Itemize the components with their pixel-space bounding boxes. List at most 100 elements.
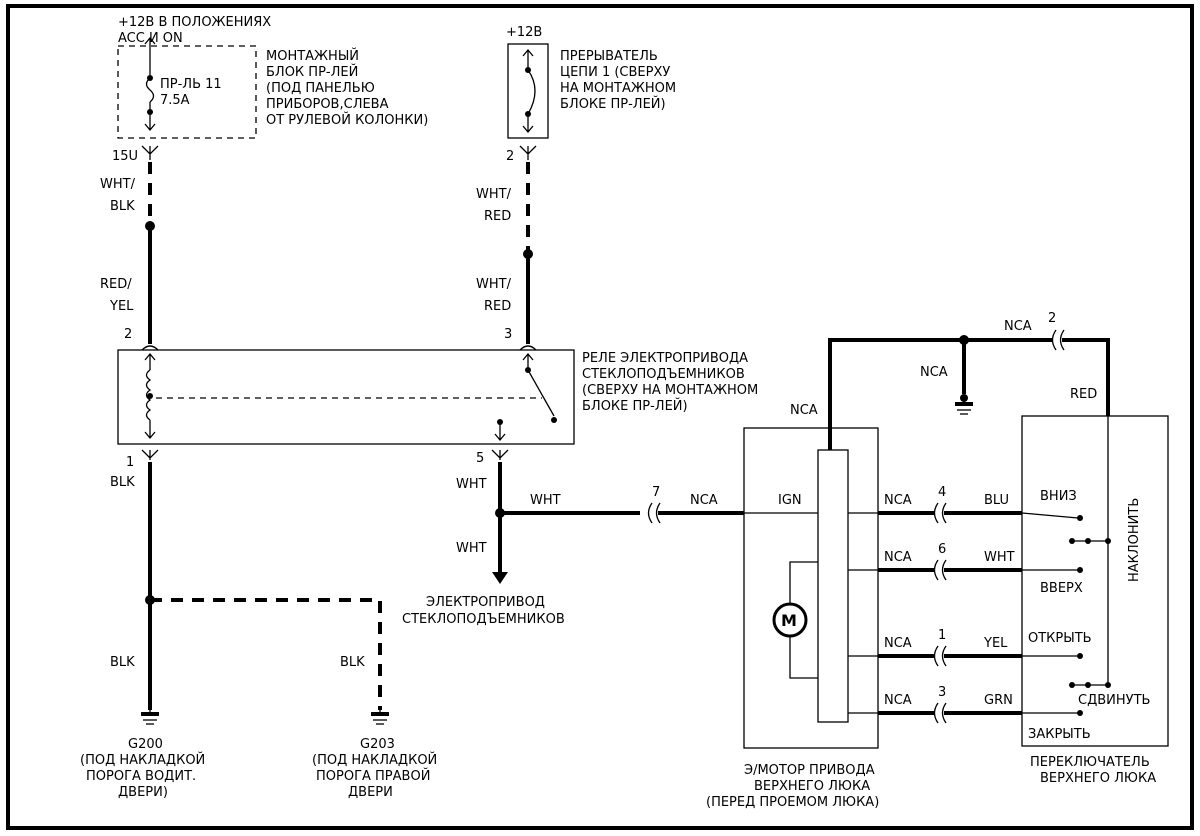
g203-label-1: (ПОД НАКЛАДКОЙ [312, 752, 437, 768]
supply-left-label: +12В В ПОЛОЖЕНИЯХ [118, 15, 271, 30]
motor-label-2: ВЕРХНЕГО ЛЮКА [754, 779, 870, 794]
pin-c4: 4 [938, 485, 946, 500]
wire-label-nca4: NCA [884, 493, 912, 508]
connector-15u [141, 145, 159, 160]
ground-g200-icon [141, 710, 159, 725]
wire-label-wht: WHT/ [100, 177, 136, 192]
wire-label-red: RED/ [100, 277, 132, 292]
wire-label-wht5: WHT [456, 477, 487, 492]
motor-symbol: M [781, 611, 797, 630]
wire-label-blu: BLU [984, 493, 1009, 508]
connector-c7 [647, 502, 661, 524]
connector-3-relay [519, 345, 537, 351]
fuse-block-label-5: ОТ РУЛЕВОЙ КОЛОНКИ) [266, 112, 428, 128]
switch-slide: СДВИНУТЬ [1078, 693, 1150, 708]
connector-1-relay [141, 449, 159, 460]
wire-blk-g203 [150, 598, 382, 710]
breaker-label-3: НА МОНТАЖНОМ [560, 81, 676, 96]
wire-label-nca1: NCA [884, 636, 912, 651]
outer-frame [6, 4, 1194, 830]
ground-nca-icon [955, 394, 973, 415]
wire-label-yel: YEL [109, 299, 134, 314]
g203-id: G203 [360, 737, 395, 752]
breaker-symbol [522, 48, 536, 134]
wire-label-red-r1: RED [484, 209, 511, 224]
wire-row-6 [848, 559, 1022, 581]
pin-1-relay: 1 [126, 455, 134, 470]
pin-c3: 3 [938, 685, 946, 700]
wire-label-wht-down: WHT [456, 541, 487, 556]
switch-box [1021, 415, 1169, 747]
wire-label-blk-g203: BLK [340, 655, 365, 670]
wire-label-red-sw: RED [1070, 387, 1097, 402]
relay-box [117, 349, 575, 445]
wire-label-nca3: NCA [884, 693, 912, 708]
relay-label-4: БЛОКЕ ПР-ЛЕЙ) [582, 398, 688, 414]
motor-module [817, 449, 849, 723]
wire-label-nca-top: NCA [790, 403, 818, 418]
switch-contacts [1021, 416, 1111, 716]
g203-label-2: ПОРОГА ПРАВОЙ [316, 768, 430, 784]
g203-label-3: ДВЕРИ [348, 785, 393, 800]
relay-label-2: СТЕКЛОПОДЪЕМНИКОВ [582, 367, 745, 382]
breaker-label-4: БЛОКЕ ПР-ЛЕЙ) [560, 96, 666, 112]
pin-c1: 1 [938, 628, 946, 643]
ground-g203-icon [371, 710, 389, 725]
pin-2-relay: 2 [124, 327, 132, 342]
switch-label-2: ВЕРХНЕГО ЛЮКА [1040, 771, 1156, 786]
fuse-label-1: ПР-ЛЬ 11 [160, 77, 222, 92]
g200-label-1: (ПОД НАКЛАДКОЙ [80, 752, 205, 768]
g200-label-3: ДВЕРИ) [118, 785, 168, 800]
wire-label-blk-g200: BLK [110, 655, 135, 670]
wire-label-nca-c7: NCA [690, 493, 718, 508]
connector-2-top [519, 145, 537, 160]
load-label-2: СТЕКЛОПОДЪЕМНИКОВ [402, 612, 565, 627]
wire-row-4 [848, 502, 1022, 524]
pin-c6: 6 [938, 542, 946, 557]
pin-5-relay: 5 [476, 451, 484, 466]
fuse-block-label-2: БЛОК ПР-ЛЕЙ [266, 64, 358, 80]
wire-nca-top [828, 338, 1052, 450]
wire-row-1 [848, 645, 1022, 667]
switch-down: ВНИЗ [1040, 489, 1077, 504]
fuse-label-2: 7.5A [160, 93, 190, 108]
pin-c7: 7 [652, 485, 660, 500]
wire-label-wht-h: WHT [530, 493, 561, 508]
pin-15u: 15U [112, 149, 138, 164]
switch-close: ЗАКРЫТЬ [1028, 727, 1091, 742]
connector-c2 [1051, 329, 1065, 351]
pin-2-top: 2 [506, 149, 514, 164]
fuse-block-label-1: МОНТАЖНЫЙ [266, 48, 359, 64]
connector-5-relay [491, 449, 509, 460]
motor-label-1: Э/МОТОР ПРИВОДА [744, 763, 875, 778]
wire-row-3 [848, 702, 1022, 724]
wire-label-wht-r1: WHT/ [476, 187, 512, 202]
wire-label-grn: GRN [984, 693, 1013, 708]
pin-c2: 2 [1048, 311, 1056, 326]
load-label-1: ЭЛЕКТРОПРИВОД [426, 595, 545, 610]
switch-tilt: НАКЛОНИТЬ [1127, 498, 1142, 582]
wire-label-nca6: NCA [884, 550, 912, 565]
wire-label-nca-top2: NCA [1004, 319, 1032, 334]
wire-label-wht-r2: WHT/ [476, 277, 512, 292]
fuse-block-box [117, 45, 257, 139]
fuse-block-label-4: ПРИБОРОВ,СЛЕВА [266, 97, 389, 112]
relay-contact [494, 352, 557, 442]
wire-label-blk: BLK [110, 199, 135, 214]
relay-label-3: (СВЕРХУ НА МОНТАЖНОМ [582, 383, 758, 398]
wire-label-blk1: BLK [110, 475, 135, 490]
connector-2-relay [141, 345, 159, 351]
motor-box [743, 427, 879, 749]
wire-label-red-r2: RED [484, 299, 511, 314]
wire-red-switch [1062, 338, 1110, 416]
breaker-label-2: ЦЕПИ 1 (СВЕРХУ [560, 65, 670, 80]
motor-label-3: (ПЕРЕД ПРОЕМОМ ЛЮКА) [706, 795, 879, 810]
fuse-symbol [144, 36, 156, 132]
relay-label-1: РЕЛЕ ЭЛЕКТРОПРИВОДА [582, 351, 748, 366]
pin-3-relay: 3 [504, 327, 512, 342]
g200-label-2: ПОРОГА ВОДИТ. [86, 769, 196, 784]
wire-label-yel1: YEL [983, 636, 1008, 651]
supply-right-label: +12В [506, 25, 542, 40]
fuse-block-label-3: (ПОД ПАНЕЛЬЮ [266, 81, 375, 96]
